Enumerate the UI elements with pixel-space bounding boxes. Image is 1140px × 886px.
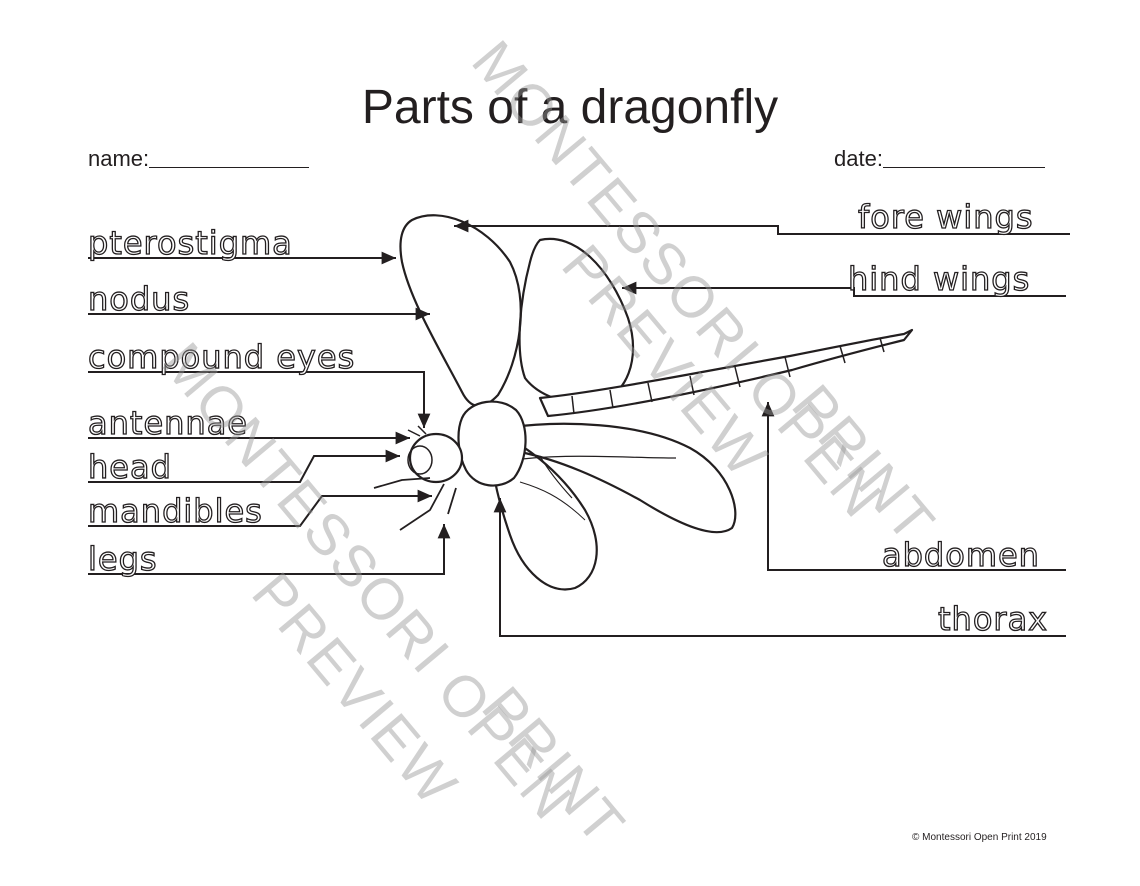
date-line (882, 167, 1045, 168)
hind-wings-leader (622, 281, 1066, 297)
head-body (408, 432, 464, 484)
label-hind-wings: hind wings (847, 259, 1031, 298)
fore-wing-upper (399, 214, 522, 407)
leader-lines (88, 219, 1070, 637)
name-field: name: (88, 146, 310, 172)
mandibles-leader (88, 489, 432, 527)
fore-wing-lower (503, 422, 737, 534)
label-pterostigma: pterostigma (87, 223, 293, 262)
page-title: Parts of a dragonfly (361, 81, 779, 134)
label-abdomen: abdomen (881, 535, 1040, 574)
head-leader (88, 449, 400, 483)
thorax-leader (493, 498, 1066, 637)
label-thorax: thorax (937, 599, 1049, 638)
abdomen-body (538, 328, 914, 418)
fore-wings-leader (454, 219, 1070, 235)
label-compound-eyes: compound eyes (87, 337, 356, 376)
copyright-notice: © Montessori Open Print 2019 (912, 832, 1047, 843)
label-nodus: nodus (87, 279, 191, 318)
thorax-body (457, 400, 527, 487)
name-line (149, 167, 310, 168)
label-fore-wings: fore wings (857, 197, 1034, 236)
abdomen-leader (761, 402, 1066, 571)
label-mandibles: mandibles (87, 491, 263, 530)
date-field: date: (834, 146, 1045, 172)
legs-leader (88, 524, 451, 575)
label-antennae: antennae (87, 403, 248, 442)
label-legs: legs (87, 539, 158, 578)
date-label: date: (834, 146, 883, 171)
compound-eyes-leader (88, 371, 431, 428)
label-head: head (87, 447, 172, 486)
name-label: name: (88, 146, 150, 171)
